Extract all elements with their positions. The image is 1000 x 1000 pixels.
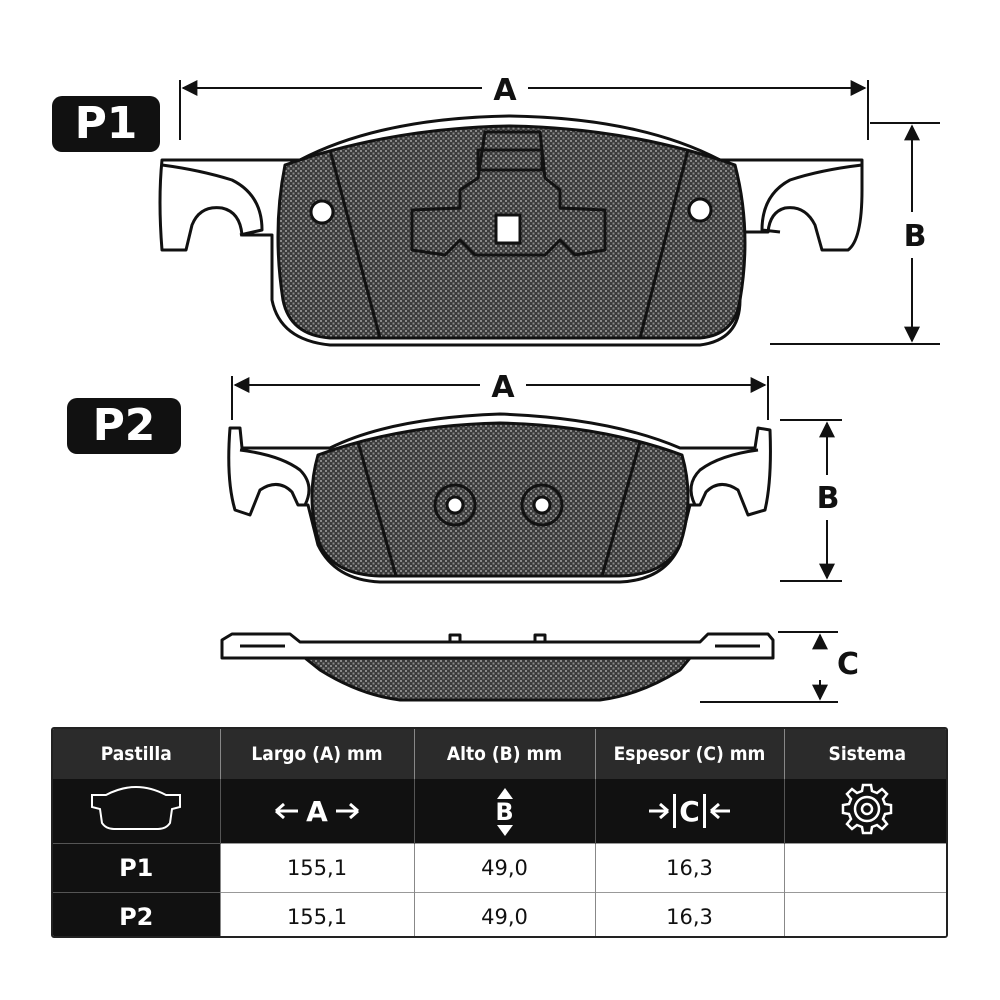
- header-largo: Largo (A) mm: [220, 729, 415, 779]
- table-row: P1 155,1 49,0 16,3: [53, 843, 946, 893]
- vertical-arrows-icon: B: [495, 786, 515, 838]
- p1-hole-right: [687, 197, 713, 223]
- p2-hole-left: [445, 495, 465, 515]
- spec-table: Pastilla Largo (A) mm Alto (B) mm Espeso…: [51, 727, 948, 938]
- header-pastilla: Pastilla: [53, 729, 221, 779]
- table-row: P2 155,1 49,0 16,3: [53, 892, 946, 936]
- p2-right-ear: [689, 448, 759, 506]
- p2-slot-left: [356, 441, 398, 577]
- p2-pad: [227, 412, 772, 584]
- row-p2-alto: 49,0: [414, 892, 596, 936]
- p1-slot-left: [328, 149, 382, 339]
- p2-dimension-b: [780, 419, 842, 582]
- row-p1-largo: 155,1: [220, 843, 415, 893]
- row-p1-espesor: 16,3: [595, 843, 785, 893]
- alto-icon-letter: B: [495, 797, 514, 826]
- row-p2-largo: 155,1: [220, 892, 415, 936]
- p1-slot-right: [638, 149, 690, 339]
- row-p2-sistema: [784, 892, 946, 936]
- espesor-icon-letter: C: [679, 794, 700, 828]
- row-p1-pastilla: P1: [53, 843, 221, 893]
- row-p2-espesor: 16,3: [595, 892, 785, 936]
- inward-arrows-icon: C: [648, 794, 731, 828]
- largo-icon-letter: A: [306, 794, 328, 828]
- p1-label: P1: [52, 96, 160, 152]
- table-icon-row: A B C: [53, 779, 946, 844]
- p1-right-ear: [760, 163, 863, 234]
- dimension-c: [700, 631, 838, 703]
- p1-central-clip: [410, 130, 607, 257]
- p2-left-ear: [239, 448, 311, 506]
- header-alto: Alto (B) mm: [414, 729, 596, 779]
- brake-pad-drawing: A B A B: [158, 73, 940, 703]
- p2-hole-left-outer: [433, 483, 477, 527]
- p1-hole-left: [309, 199, 335, 225]
- row-p2-pastilla: P2: [53, 892, 221, 936]
- side-view-pad: [220, 632, 775, 702]
- p1-dimension-b: [770, 122, 940, 345]
- header-sistema: Sistema: [784, 729, 946, 779]
- side-view-backing-plate: [220, 632, 775, 660]
- horizontal-arrows-icon: A: [274, 795, 360, 828]
- p2-hole-right: [532, 495, 552, 515]
- table-header-row: Pastilla Largo (A) mm Alto (B) mm Espeso…: [53, 729, 946, 779]
- p1-dimension-a: [179, 80, 869, 140]
- p2-label: P2: [67, 398, 181, 454]
- p2-dim-b-label: B: [817, 481, 840, 516]
- p2-slot-right: [600, 441, 642, 577]
- header-espesor: Espesor (C) mm: [595, 729, 785, 779]
- brake-pad-outline-icon: [91, 785, 182, 830]
- row-p1-alto: 49,0: [414, 843, 596, 893]
- dim-c-label: C: [837, 647, 859, 682]
- gear-icon: [842, 783, 893, 835]
- side-view-friction-material: [303, 656, 692, 702]
- row-p1-sistema: [784, 843, 946, 893]
- p2-friction-material: [310, 421, 690, 578]
- p1-dim-a-label: A: [493, 73, 517, 108]
- p2-dim-a-label: A: [491, 370, 515, 405]
- p2-dimension-a: [231, 376, 769, 420]
- p2-hole-right-outer: [520, 483, 564, 527]
- p1-left-ear: [161, 163, 264, 237]
- p1-dim-b-label: B: [904, 219, 927, 254]
- p1-pad: [158, 114, 864, 347]
